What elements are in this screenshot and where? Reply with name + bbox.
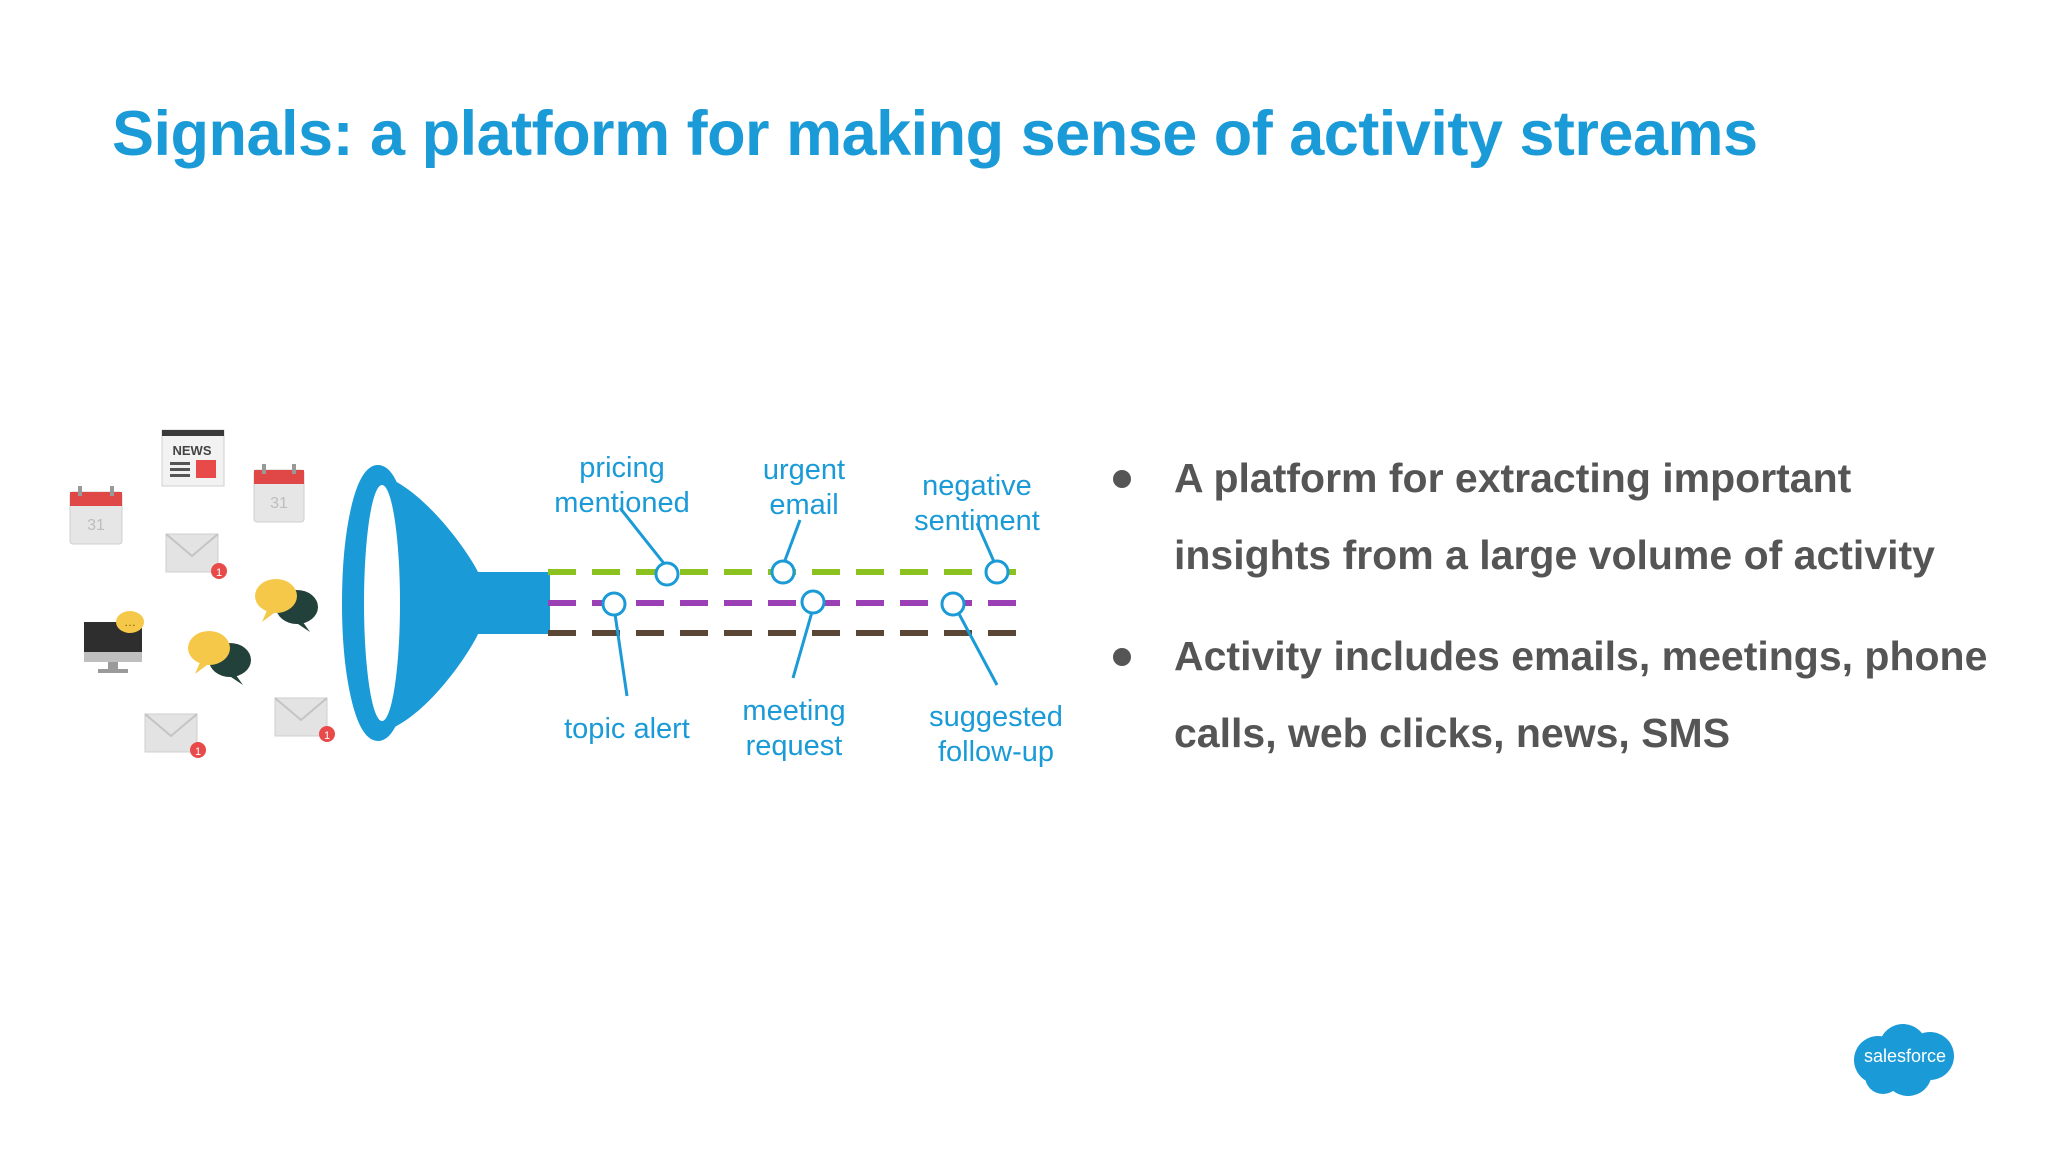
chat-bubbles-icon [255, 579, 318, 632]
label-mentioned: mentioned [554, 487, 689, 519]
calendar-icon: 31 [253, 464, 305, 523]
label-suggested: suggested [929, 701, 1063, 733]
bullet-item: Activity includes emails, meetings, phon… [1105, 618, 2005, 772]
cloud-icon [1854, 1024, 1954, 1096]
signal-marker [654, 561, 680, 587]
label-request: request [746, 730, 843, 762]
logo-text: salesforce [1863, 1046, 1947, 1066]
label-urgent: urgent [763, 454, 845, 486]
bullet-text: A platform for extracting important insi… [1174, 455, 1935, 578]
label-pricing: pricing [579, 452, 664, 484]
label-meeting: meeting [742, 695, 845, 727]
badge-count: 1 [195, 746, 201, 758]
bullet-dot [1113, 648, 1131, 666]
calendar-day-text: 31 [270, 495, 288, 512]
bullet-text: Activity includes emails, meetings, phon… [1174, 633, 1988, 756]
label-topic-alert: topic alert [564, 713, 690, 745]
signal-marker [984, 559, 1010, 585]
chat-bubbles-icon [188, 631, 251, 685]
funnel-icon [342, 465, 550, 741]
badge-count: 1 [216, 567, 222, 579]
slide-title: Signals: a platform for making sense of … [112, 99, 1758, 169]
label-follow-up: follow-up [938, 736, 1054, 768]
signal-marker [601, 591, 627, 617]
signal-marker [770, 559, 796, 585]
label-negative: negative [922, 470, 1032, 502]
monitor-icon: … [84, 611, 144, 673]
salesforce-logo: salesforce [1848, 1020, 1962, 1098]
label-sentiment: sentiment [914, 505, 1040, 537]
bullet-item: A platform for extracting important insi… [1105, 440, 2005, 594]
calendar-day-text: 31 [87, 517, 105, 534]
envelope-icon: 1 [144, 713, 206, 758]
signal-marker [940, 591, 966, 617]
bullet-dot [1113, 470, 1131, 488]
signal-markers [601, 507, 1010, 697]
envelope-icon: 1 [274, 697, 335, 742]
label-email: email [769, 489, 838, 521]
signal-marker [800, 589, 826, 615]
calendar-icon: 31 [69, 486, 123, 545]
bullet-list: A platform for extracting important insi… [1105, 440, 2005, 796]
news-label: NEWS [173, 443, 212, 458]
badge-count: 1 [324, 730, 330, 742]
news-icon: NEWS [161, 429, 225, 487]
svg-text:…: … [124, 615, 136, 629]
envelope-icon: 1 [165, 533, 227, 579]
